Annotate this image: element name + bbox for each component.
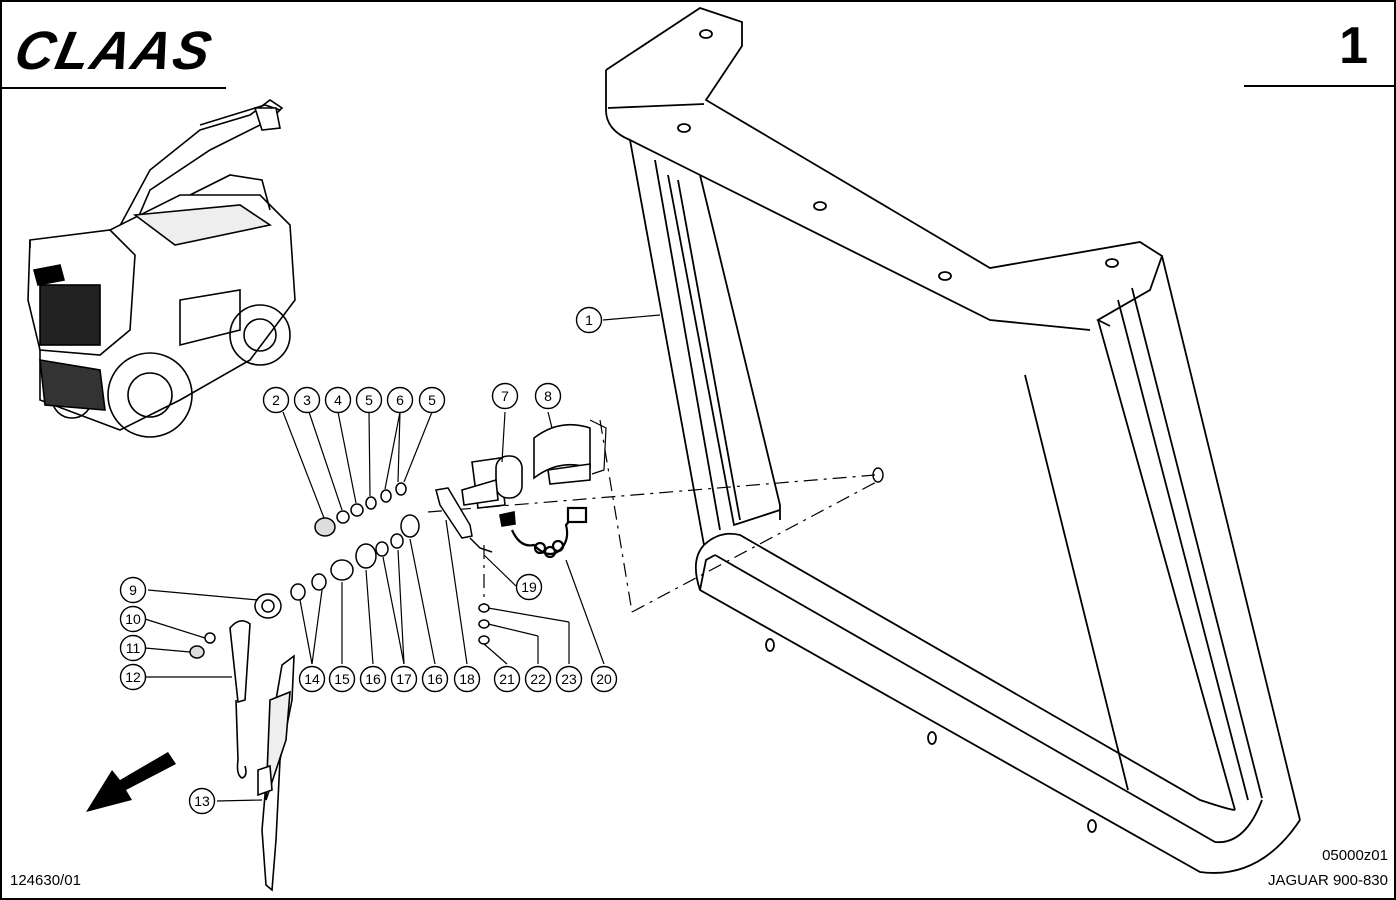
callout-circle [493, 665, 521, 693]
callout-15: 15 [328, 665, 356, 693]
callout-label: 15 [334, 671, 350, 687]
callout-20: 20 [590, 665, 618, 693]
callout-11: 11 [119, 634, 147, 662]
callout-label: 20 [596, 671, 612, 687]
callout-label: 7 [501, 388, 509, 404]
callout-label: 13 [194, 793, 210, 809]
callout-7: 7 [491, 382, 519, 410]
callout-circle [359, 665, 387, 693]
callout-label: 23 [561, 671, 577, 687]
callout-label: 5 [428, 392, 436, 408]
callout-label: 16 [427, 671, 443, 687]
callout-6: 6 [386, 386, 414, 414]
callout-circle [491, 382, 519, 410]
callout-label: 18 [459, 671, 475, 687]
callout-circle [293, 386, 321, 414]
callout-circle [524, 665, 552, 693]
callout-label: 2 [272, 392, 280, 408]
wiring-harness [510, 506, 588, 559]
callout-label: 16 [365, 671, 381, 687]
page-number: 1 [1339, 17, 1368, 75]
motor-cover [533, 423, 591, 485]
callout-circle [188, 787, 216, 815]
wiper-motor [461, 455, 523, 527]
callout-circle [418, 386, 446, 414]
callout-16: 16 [359, 665, 387, 693]
callout-label: 4 [334, 392, 342, 408]
group-code: 05000z01 [1322, 847, 1388, 864]
callout-label: 1 [585, 312, 593, 328]
callout-label: 6 [396, 392, 404, 408]
callout-3: 3 [293, 386, 321, 414]
callout-circle [555, 665, 583, 693]
callout-12: 12 [119, 663, 147, 691]
callout-circle [515, 573, 543, 601]
window-frame [605, 7, 1301, 874]
callout-14: 14 [298, 665, 326, 693]
callout-2: 2 [262, 386, 290, 414]
callout-21: 21 [493, 665, 521, 693]
frame-bore [872, 467, 884, 483]
callout-circle [328, 665, 356, 693]
callout-circle [298, 665, 326, 693]
callout-label: 21 [499, 671, 515, 687]
callout-circle [119, 663, 147, 691]
callout-label: 10 [125, 611, 141, 627]
callout-circle [453, 665, 481, 693]
callout-23: 23 [555, 665, 583, 693]
callout-circle [386, 386, 414, 414]
harvester-icon [27, 99, 296, 438]
callout-8: 8 [534, 382, 562, 410]
direction-arrow [86, 752, 176, 812]
callout-circle [421, 665, 449, 693]
callout-18: 18 [453, 665, 481, 693]
callout-circle [534, 382, 562, 410]
model-name: JAGUAR 900-830 [1267, 872, 1388, 889]
callout-circle [262, 386, 290, 414]
callout-label: 3 [303, 392, 311, 408]
callout-22: 22 [524, 665, 552, 693]
wiper-arm [229, 620, 251, 779]
callout-circle [119, 605, 147, 633]
callout-5: 5 [418, 386, 446, 414]
mounting-axis [427, 419, 881, 613]
callout-10: 10 [119, 605, 147, 633]
callout-label: 19 [521, 579, 537, 595]
wiper-blade [257, 654, 295, 892]
callout-circle [119, 576, 147, 604]
callout-circle [575, 306, 603, 334]
callout-label: 9 [129, 582, 137, 598]
callout-circle [355, 386, 383, 414]
callout-label: 17 [396, 671, 412, 687]
callout-9: 9 [119, 576, 147, 604]
callout-4: 4 [324, 386, 352, 414]
callout-13: 13 [188, 787, 216, 815]
callout-label: 22 [530, 671, 546, 687]
shaft-hardware-lower [189, 533, 490, 659]
callout-circle [390, 665, 418, 693]
callout-circle [590, 665, 618, 693]
callout-circle [119, 634, 147, 662]
callout-label: 8 [544, 388, 552, 404]
shaft-hardware-upper [314, 482, 493, 553]
callout-label: 5 [365, 392, 373, 408]
callout-circle [324, 386, 352, 414]
leader-lines [144, 314, 661, 802]
callout-label: 14 [304, 671, 320, 687]
callout-1: 1 [575, 306, 603, 334]
callout-label: 12 [125, 669, 141, 685]
callout-17: 17 [390, 665, 418, 693]
callout-label: 11 [126, 640, 141, 656]
callout-19: 19 [515, 573, 543, 601]
callout-5: 5 [355, 386, 383, 414]
callout-16: 16 [421, 665, 449, 693]
drawing-number: 124630/01 [10, 872, 81, 889]
